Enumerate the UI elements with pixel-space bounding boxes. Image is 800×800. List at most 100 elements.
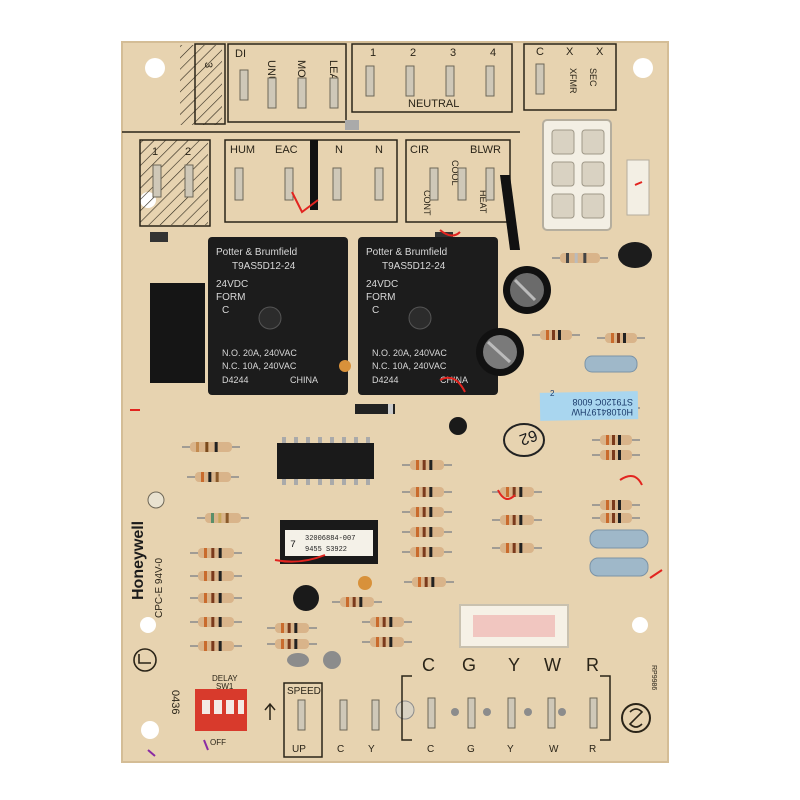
blwr-label: BLWR	[470, 144, 501, 156]
tstat-top-g: G	[462, 655, 476, 675]
relay-1-origin: CHINA	[290, 375, 318, 385]
resistor	[182, 442, 240, 452]
sec-label: SEC	[588, 68, 598, 87]
x1-label: X	[566, 46, 574, 58]
resistor	[187, 472, 239, 482]
speed-label: SPEED	[287, 686, 321, 697]
relay-1-nc-rating: N.C. 10A, 240VAC	[222, 361, 297, 371]
relay-2-code: D4244	[372, 375, 399, 385]
chip-line3: 9455 S3922	[305, 546, 347, 554]
power-resistor	[589, 529, 649, 549]
potentiometer	[147, 491, 165, 509]
tstat-bot-w: W	[549, 744, 559, 755]
tstat-bot-r: R	[589, 744, 596, 755]
tstat-bot-g: G	[467, 744, 475, 755]
brand-name: Honeywell	[130, 521, 147, 600]
relay-1-model: T9AS5D12-24	[232, 261, 296, 272]
label-line1: ST9120C 6008	[572, 397, 633, 407]
transistor	[618, 242, 652, 268]
resistor	[402, 487, 452, 497]
left-1-label: 1	[152, 146, 158, 158]
terminal-3-label: 3	[450, 47, 456, 59]
chip-line2: 32006884-007	[305, 535, 355, 543]
diode	[355, 404, 395, 414]
resistor	[592, 435, 640, 445]
terminal-2-label: 2	[410, 47, 416, 59]
ul-mark-icon	[133, 648, 157, 672]
relay-2-nc-rating: N.C. 10A, 240VAC	[372, 361, 447, 371]
resistor	[404, 577, 454, 587]
rp-label: RP9986	[650, 665, 657, 690]
resistor	[190, 593, 242, 603]
tstat-bot-c: C	[427, 744, 434, 755]
relay-1-voltage: 24VDC	[216, 279, 248, 290]
relay-1: Potter & Brumfield T9AS5D12-24 24VDC FOR…	[208, 237, 348, 395]
resistor	[190, 571, 242, 581]
mounting-hole	[633, 58, 653, 78]
cool-label: COOL	[450, 160, 460, 186]
resistor	[190, 641, 242, 651]
dip-switch	[195, 689, 247, 731]
label-line3: 2	[550, 389, 555, 398]
power-resistor	[584, 355, 638, 373]
relay-2-model: T9AS5D12-24	[382, 261, 446, 272]
csa-mark-icon	[621, 703, 651, 733]
tstat-top-r: R	[586, 655, 599, 675]
transformer-block	[150, 283, 205, 383]
resistor	[402, 460, 452, 470]
sw1-label: SW1	[216, 682, 234, 691]
relay-2-voltage: 24VDC	[366, 279, 398, 290]
resistor	[492, 543, 542, 553]
capacitor	[476, 328, 524, 376]
molex-connector	[542, 119, 612, 231]
resistor	[552, 253, 608, 263]
transistor	[449, 417, 467, 435]
relay-1-code: D4244	[222, 375, 249, 385]
chip-line1: 7	[290, 540, 296, 551]
terminal-1-label: 1	[370, 47, 376, 59]
speed-y-label: Y	[368, 744, 375, 755]
cir-label: CIR	[410, 144, 429, 156]
relay-2-c: C	[372, 305, 379, 316]
resistor	[362, 617, 412, 627]
resistor	[592, 450, 640, 460]
left-2-label: 2	[185, 146, 191, 158]
mounting-hole	[140, 617, 156, 633]
delay-label: DELAY	[212, 674, 238, 683]
cont-label: CONT	[422, 190, 432, 216]
neutral-label: NEUTRAL	[408, 98, 459, 110]
code-label: 0436	[169, 690, 181, 714]
resistor	[492, 515, 542, 525]
relay-2: Potter & Brumfield T9AS5D12-24 24VDC FOR…	[358, 237, 498, 395]
ic-chip	[277, 437, 374, 485]
transistor	[293, 585, 319, 611]
part-label: ST9120C 6008 H01084197HW 2	[539, 389, 639, 421]
off-label: OFF	[210, 738, 226, 747]
wire	[310, 140, 318, 210]
resistor	[332, 597, 382, 607]
x2-label: X	[596, 46, 604, 58]
resistor	[402, 547, 452, 557]
ceramic-resistor	[459, 604, 569, 648]
tstat-top-c: C	[422, 655, 435, 675]
relay-2-brand: Potter & Brumfield	[366, 247, 447, 258]
mounting-hole	[632, 617, 648, 633]
resistor	[267, 623, 317, 633]
ceramic-capacitor	[339, 360, 351, 372]
resistor	[190, 548, 242, 558]
relay-2-form: FORM	[366, 292, 395, 303]
up-label: UP	[292, 744, 306, 755]
resistor	[492, 487, 542, 497]
mounting-hole	[145, 58, 165, 78]
relay-1-no-rating: N.O. 20A, 240VAC	[222, 348, 297, 358]
marker-scribble	[130, 181, 663, 579]
capacitor	[503, 266, 551, 314]
tstat-top-y: Y	[508, 655, 520, 675]
resistor	[362, 637, 412, 647]
n2-label: N	[375, 144, 383, 156]
hum-label: HUM	[230, 144, 255, 156]
resistor	[267, 639, 317, 649]
label-line2: H01084197HW	[571, 407, 633, 417]
